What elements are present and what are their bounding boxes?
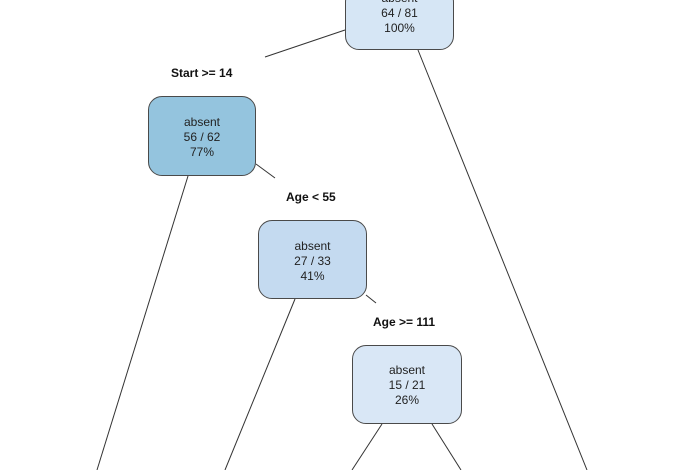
- node-count: 64 / 81: [381, 6, 418, 20]
- split-label-start: Start >= 14: [171, 66, 233, 80]
- node-percent: 77%: [189, 145, 215, 159]
- node-class: absent: [388, 363, 426, 377]
- edge-n3-right: [365, 294, 377, 304]
- node-percent: 41%: [300, 269, 325, 283]
- edge-root-right: [417, 49, 588, 470]
- edge-n2-right: [255, 163, 276, 179]
- edge-n4-left: [351, 423, 383, 470]
- edge-n4-right: [431, 423, 462, 470]
- node-class: absent: [183, 115, 221, 129]
- tree-node-root: absent 64 / 81 100%: [345, 0, 454, 50]
- node-class: absent: [294, 239, 331, 253]
- split-label-age-55: Age < 55: [286, 190, 336, 204]
- edge-n2-left: [96, 175, 189, 470]
- node-count: 56 / 62: [183, 130, 221, 144]
- node-count: 15 / 21: [388, 378, 426, 392]
- edge-n3-left: [224, 298, 296, 470]
- node-percent: 100%: [384, 21, 415, 35]
- tree-node-3: absent 27 / 33 41%: [258, 220, 367, 299]
- node-class: absent: [346, 0, 453, 6]
- split-label-age-111: Age >= 111: [373, 315, 436, 329]
- node-count: 27 / 33: [294, 254, 331, 268]
- node-percent: 26%: [394, 393, 420, 407]
- tree-node-2: absent 56 / 62 77%: [148, 96, 256, 176]
- tree-node-4: absent 15 / 21 26%: [352, 345, 462, 424]
- edge-root-left: [264, 29, 346, 58]
